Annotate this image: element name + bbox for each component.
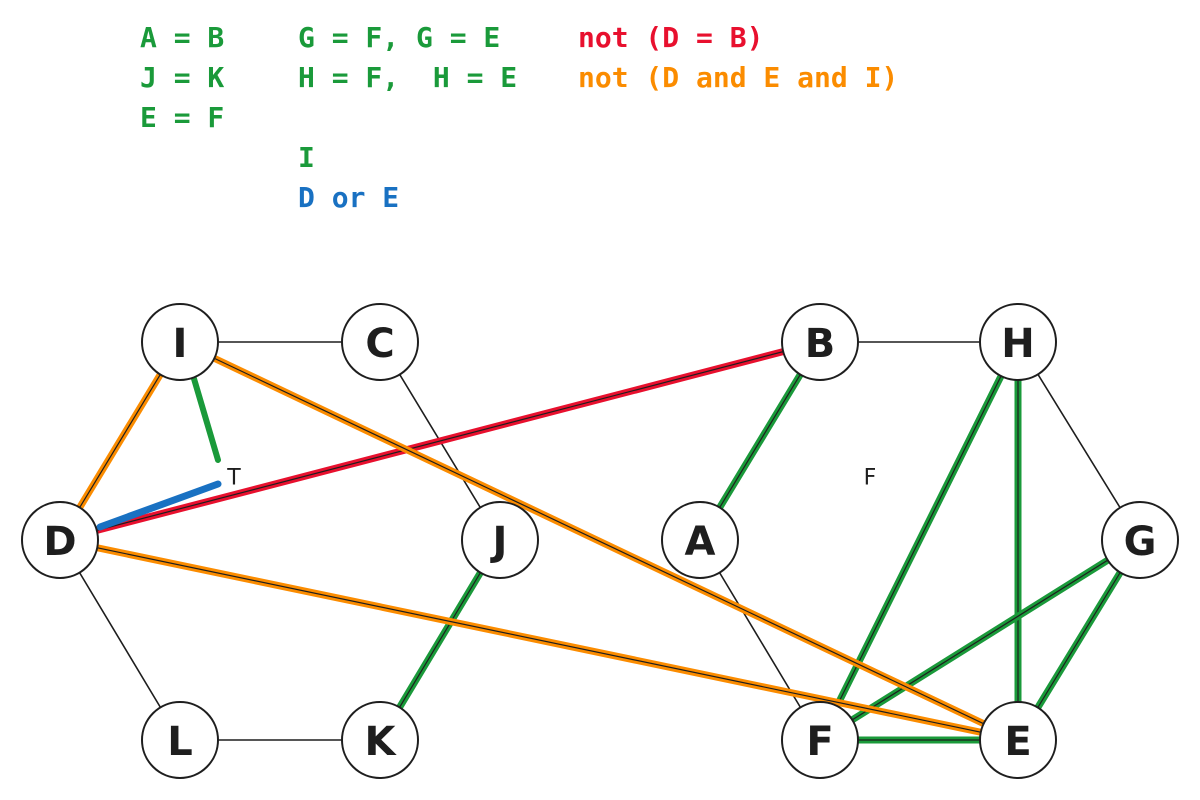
nodes-layer: I C D J L K B H A G F E [21,303,1179,779]
node-circle-g [1101,501,1179,579]
node-label-i: I [173,321,188,367]
constraint-g-eq-f-e: G = F, G = E [298,21,501,54]
node-label-b: B [805,321,836,367]
edge-D-E-ink [59,539,1019,741]
f-marker: F [864,466,877,491]
node-l: L [141,701,219,779]
constraint-not-d-eq-b: not (D = B) [578,21,764,54]
edge-D-B-ink [59,341,821,541]
node-circle-b [781,303,859,381]
node-label-a: A [685,519,716,565]
node-circle-a [661,501,739,579]
node-label-c: C [365,321,394,367]
node-circle-i [141,303,219,381]
t-marker: T [226,466,241,491]
node-k: K [341,701,419,779]
node-b: B [781,303,859,381]
node-j: J [461,501,539,579]
constraint-j-eq-k: J = K [140,61,225,94]
node-label-f: F [806,719,833,765]
node-label-e: E [1004,719,1031,765]
node-circle-l [141,701,219,779]
node-circle-c [341,303,419,381]
node-circle-k [341,701,419,779]
edge-H-F-ink [819,341,1019,741]
node-label-g: G [1124,519,1157,565]
constraint-i: I [298,141,315,174]
edge-I-E-ink [179,341,1019,741]
node-i: I [141,303,219,381]
node-circle-f [781,701,859,779]
node-label-h: H [1001,321,1034,367]
node-e: E [979,701,1057,779]
node-h: H [979,303,1057,381]
node-c: C [341,303,419,381]
node-label-k: K [365,719,398,765]
node-circle-h [979,303,1057,381]
constraint-a-eq-b: A = B [140,21,225,54]
node-label-l: L [167,719,193,765]
node-g: G [1101,501,1179,579]
node-circle-d [21,501,99,579]
extras-layer: T F [96,369,877,531]
constraint-not-d-e-i: not (D and E and I) [578,61,899,94]
node-a: A [661,501,739,579]
constraint-e-eq-f: E = F [140,101,225,134]
constraint-d-or-e: D or E [298,181,400,214]
node-d: D [21,501,99,579]
d-to-t-blue-stroke [96,480,222,531]
node-circle-j [461,501,539,579]
node-circle-e [979,701,1057,779]
edges-layer [56,338,1144,744]
node-label-j: J [490,519,508,565]
edge-G-E-ink [1017,539,1141,741]
node-f: F [781,701,859,779]
i-to-t-stub [189,369,221,463]
node-label-d: D [43,519,76,565]
constraint-h-eq-f-e: H = F, H = E [298,61,518,94]
